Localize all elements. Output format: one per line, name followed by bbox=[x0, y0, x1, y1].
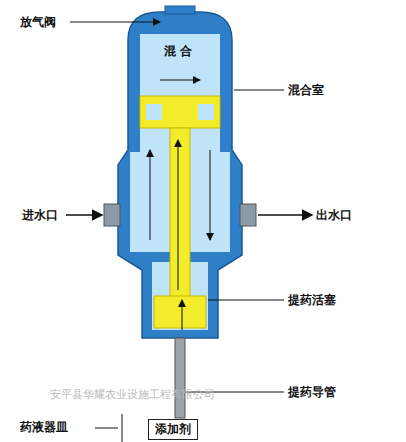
part-label: 放气阀 bbox=[20, 15, 56, 29]
part-label: 提药导管 bbox=[288, 385, 336, 399]
additive-box: 添加剂 bbox=[148, 419, 198, 440]
part-label: 出水口 bbox=[316, 208, 352, 222]
part-label: 混合室 bbox=[288, 83, 324, 97]
part-label: 混 合 bbox=[164, 44, 192, 58]
part-label: 提药活塞 bbox=[288, 293, 336, 307]
part-label: 药液器皿 bbox=[20, 420, 68, 434]
watermark: 安平县华耀农业设施工程有限公司 bbox=[50, 388, 215, 401]
box-text: 添加剂 bbox=[155, 422, 191, 436]
part-label: 进水口 bbox=[22, 208, 58, 222]
